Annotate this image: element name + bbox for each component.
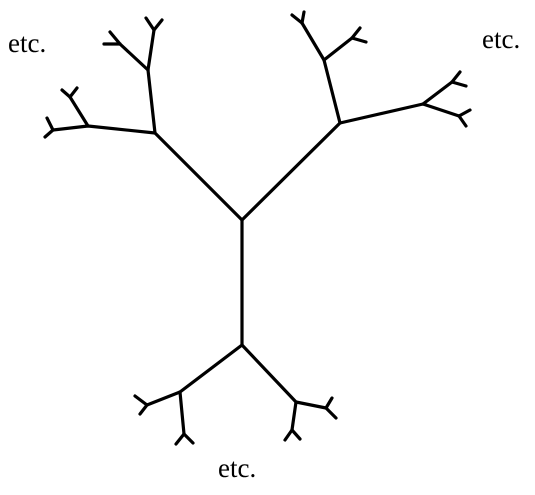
tree-branch	[300, 21, 326, 62]
tree-branch	[178, 390, 186, 436]
tree-branches	[43, 10, 472, 446]
tree-twig	[290, 13, 304, 25]
tree-branch	[86, 124, 157, 135]
tree-twig	[108, 30, 122, 46]
tree-twig	[283, 428, 294, 442]
tree-twig	[60, 88, 72, 99]
etc-label-top-right: etc.	[482, 24, 521, 54]
tree-branch	[322, 58, 342, 125]
tree-twig	[450, 80, 468, 88]
tree-branch	[145, 390, 182, 407]
tree-twig	[350, 26, 362, 40]
tree-twig	[290, 428, 302, 441]
tree-twig	[324, 406, 338, 420]
tree-twig	[43, 128, 55, 139]
tree-branch	[338, 102, 425, 125]
tree-main-branch-lower-left	[178, 343, 244, 394]
etc-label-top-left: etc.	[8, 28, 47, 58]
tree-branch	[290, 400, 298, 432]
tree-twig	[457, 108, 472, 118]
tree-branch	[51, 124, 90, 132]
tree-twig	[300, 10, 306, 25]
tree-branch	[294, 400, 328, 410]
tree-twig	[152, 18, 164, 32]
tree-twig	[68, 86, 79, 99]
tree-branch	[146, 28, 156, 72]
tree-twig	[45, 116, 55, 132]
tree-branch	[421, 80, 454, 106]
tree-branch	[146, 68, 157, 135]
tree-twig	[350, 36, 368, 44]
tree-main-branch-lower-right	[240, 343, 298, 404]
tree-twig	[182, 432, 195, 445]
tree-twig	[324, 396, 334, 410]
tree-twig	[138, 403, 149, 416]
tree-twig	[144, 16, 156, 32]
tree-main-branch-upper-right	[240, 121, 342, 222]
tree-twig	[450, 70, 462, 84]
tree-twig	[457, 114, 468, 128]
etc-label-bottom: etc.	[218, 453, 257, 483]
tree-branch	[322, 36, 354, 62]
tree-main-branch-upper-left	[153, 131, 244, 222]
tree-twig	[133, 394, 149, 407]
tree-twig	[174, 432, 186, 446]
tree-branch	[68, 95, 90, 128]
tree-branch	[421, 102, 461, 118]
tree-branch	[118, 42, 150, 72]
